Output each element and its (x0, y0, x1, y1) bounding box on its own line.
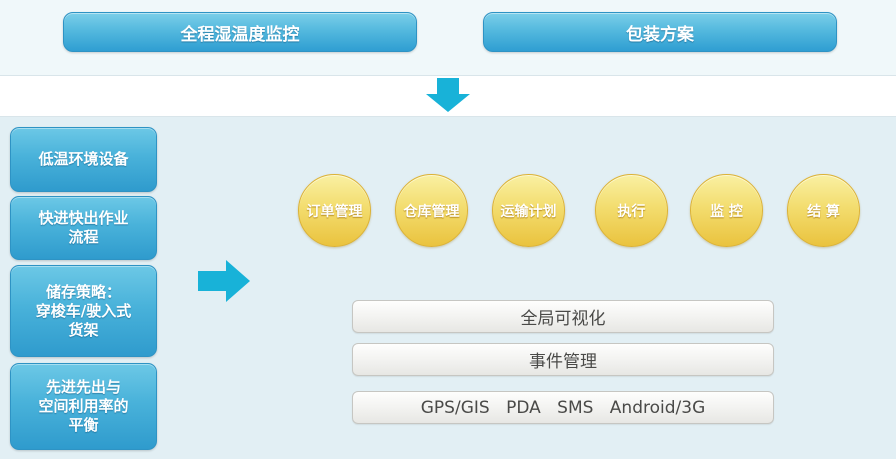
process-step-settlement: 结 算 (787, 174, 860, 247)
process-step-label: 订单管理 (306, 203, 363, 220)
monitoring-button-label: 全程湿温度监控 (180, 24, 300, 45)
process-step-label: 监 控 (710, 203, 743, 220)
layer-label: 全局可视化 (520, 309, 606, 329)
layer-global-visualization: 全局可视化 (352, 300, 774, 333)
layer-label: 事件管理 (529, 352, 597, 372)
layer-label: GPS/GIS PDA SMS Android/3G (420, 397, 706, 418)
monitoring-button[interactable]: 全程湿温度监控 (63, 12, 417, 52)
process-step-label: 结 算 (807, 203, 840, 220)
layer-tech-stack: GPS/GIS PDA SMS Android/3G (352, 391, 774, 424)
sidebar-item-low-temp-equipment[interactable]: 低温环境设备 (10, 127, 157, 192)
process-step-label: 仓库管理 (403, 203, 460, 220)
sidebar-item-label: 储存策略： 穿梭车/驶入式 货架 (35, 282, 132, 339)
process-step-monitoring: 监 控 (690, 174, 763, 247)
packaging-button[interactable]: 包装方案 (483, 12, 837, 52)
sidebar-item-label: 低温环境设备 (38, 150, 129, 168)
process-step-execution: 执行 (595, 174, 668, 247)
sidebar-item-label: 先进先出与 空间利用率的 平衡 (38, 378, 129, 434)
down-arrow-icon (426, 78, 470, 116)
process-step-warehouse-management: 仓库管理 (395, 174, 468, 247)
process-step-label: 执行 (617, 203, 646, 220)
sidebar-item-label: 快进快出作业 流程 (38, 209, 129, 246)
process-step-order-management: 订单管理 (298, 174, 371, 247)
sidebar-item-fast-in-out-process[interactable]: 快进快出作业 流程 (10, 196, 157, 260)
sidebar-item-storage-strategy[interactable]: 储存策略： 穿梭车/驶入式 货架 (10, 265, 157, 357)
process-step-label: 运输计划 (500, 203, 557, 220)
sidebar-item-fifo-balance[interactable]: 先进先出与 空间利用率的 平衡 (10, 363, 157, 450)
layer-event-management: 事件管理 (352, 343, 774, 376)
right-arrow-icon (198, 260, 250, 306)
packaging-button-label: 包装方案 (626, 24, 694, 45)
process-step-transport-planning: 运输计划 (492, 174, 565, 247)
